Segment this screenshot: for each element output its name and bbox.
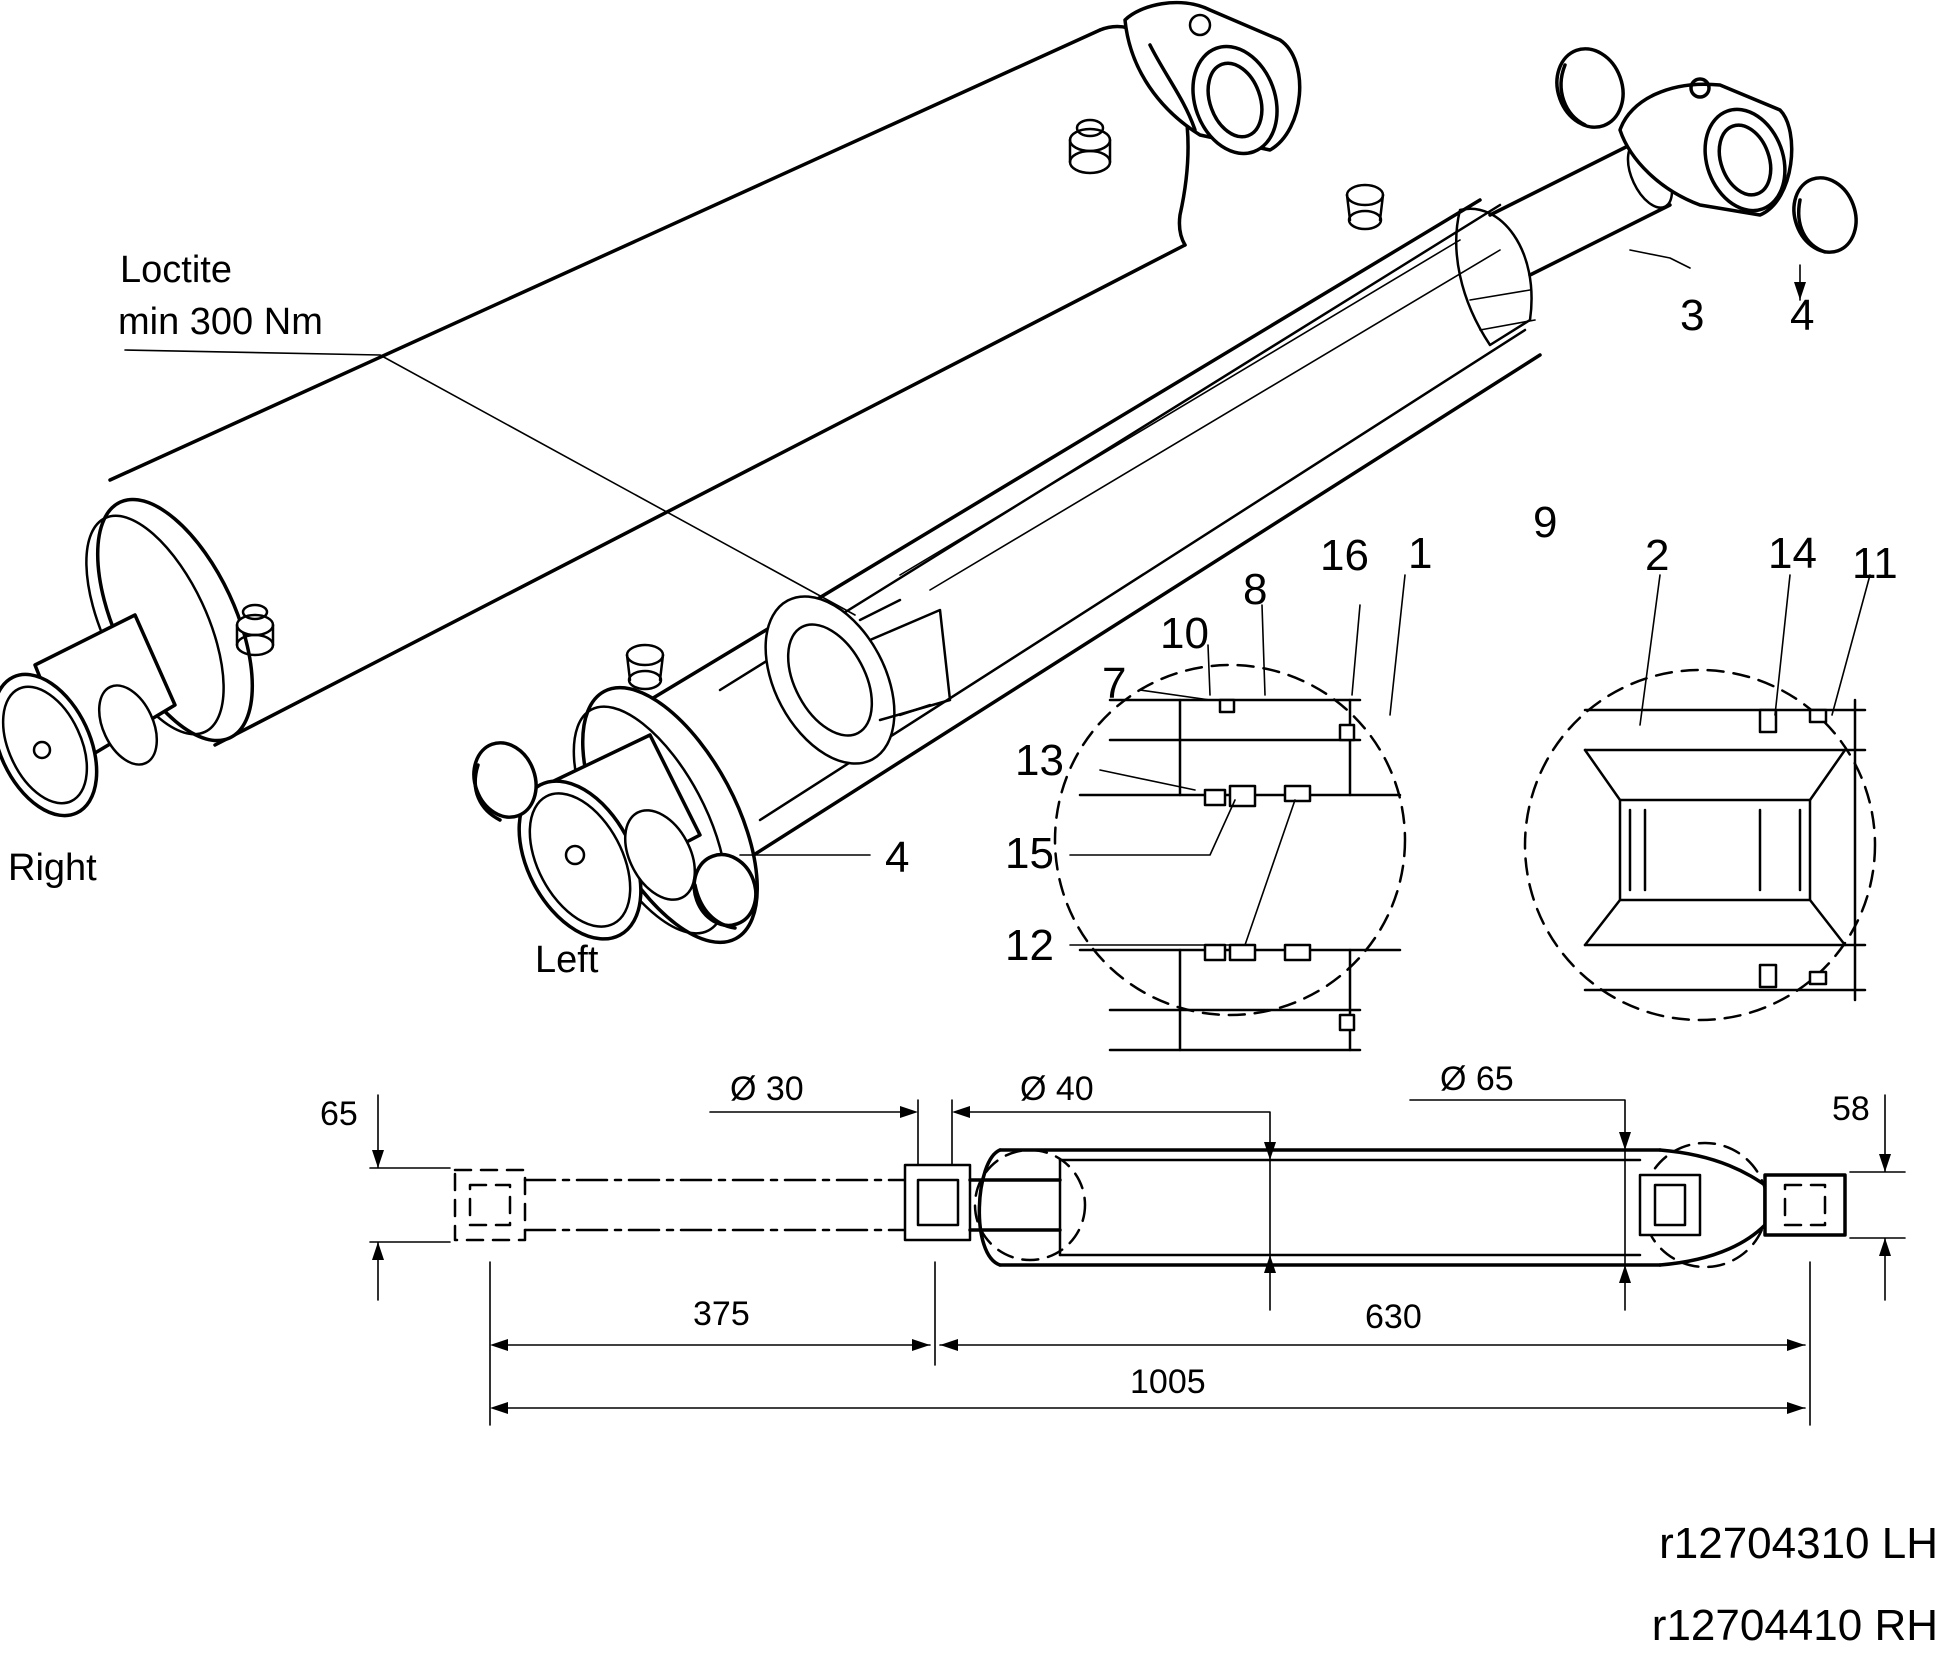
callout-4-top: 4 <box>1790 291 1814 340</box>
loctite-note-line1: Loctite <box>120 249 232 291</box>
orthographic-view <box>369 282 1906 1426</box>
callout-1: 1 <box>1408 529 1432 578</box>
dimension-630: 630 <box>1365 1298 1422 1336</box>
callout-15: 15 <box>1005 829 1054 878</box>
loctite-note-line2: min 300 Nm <box>118 301 323 343</box>
callout-7: 7 <box>1102 659 1126 708</box>
dimension-dia-30: Ø 30 <box>730 1070 804 1108</box>
dimension-dia-65: Ø 65 <box>1440 1060 1514 1098</box>
left-label: Left <box>535 939 599 981</box>
callout-3: 3 <box>1680 291 1704 340</box>
callout-9: 9 <box>1533 498 1557 547</box>
right-cylinder <box>0 0 1302 818</box>
callout-13: 13 <box>1015 736 1064 785</box>
dimension-dia-40: Ø 40 <box>1020 1070 1094 1108</box>
right-label: Right <box>8 847 97 889</box>
part-number-lh: r12704310 LH <box>1659 1519 1938 1568</box>
dimension-65-height: 65 <box>320 1095 358 1133</box>
detail-piston-seal <box>1523 668 1877 1022</box>
callout-14: 14 <box>1768 529 1817 578</box>
callout-12: 12 <box>1005 921 1054 970</box>
callout-2: 2 <box>1645 531 1669 580</box>
callout-8: 8 <box>1243 565 1267 614</box>
callout-10: 10 <box>1160 609 1209 658</box>
dimension-375: 375 <box>693 1295 750 1333</box>
dimension-arrowheads <box>372 282 1891 1414</box>
callout-16: 16 <box>1320 531 1369 580</box>
leader-lines <box>124 249 1871 946</box>
part-number-rh: r12704410 RH <box>1652 1601 1938 1650</box>
callout-11: 11 <box>1852 539 1898 588</box>
dimension-58-height: 58 <box>1832 1090 1870 1128</box>
detail-gland-seal <box>1053 663 1407 1052</box>
callout-4-left: 4 <box>885 833 909 882</box>
left-cylinder <box>472 47 1858 945</box>
dimension-1005: 1005 <box>1130 1363 1206 1401</box>
